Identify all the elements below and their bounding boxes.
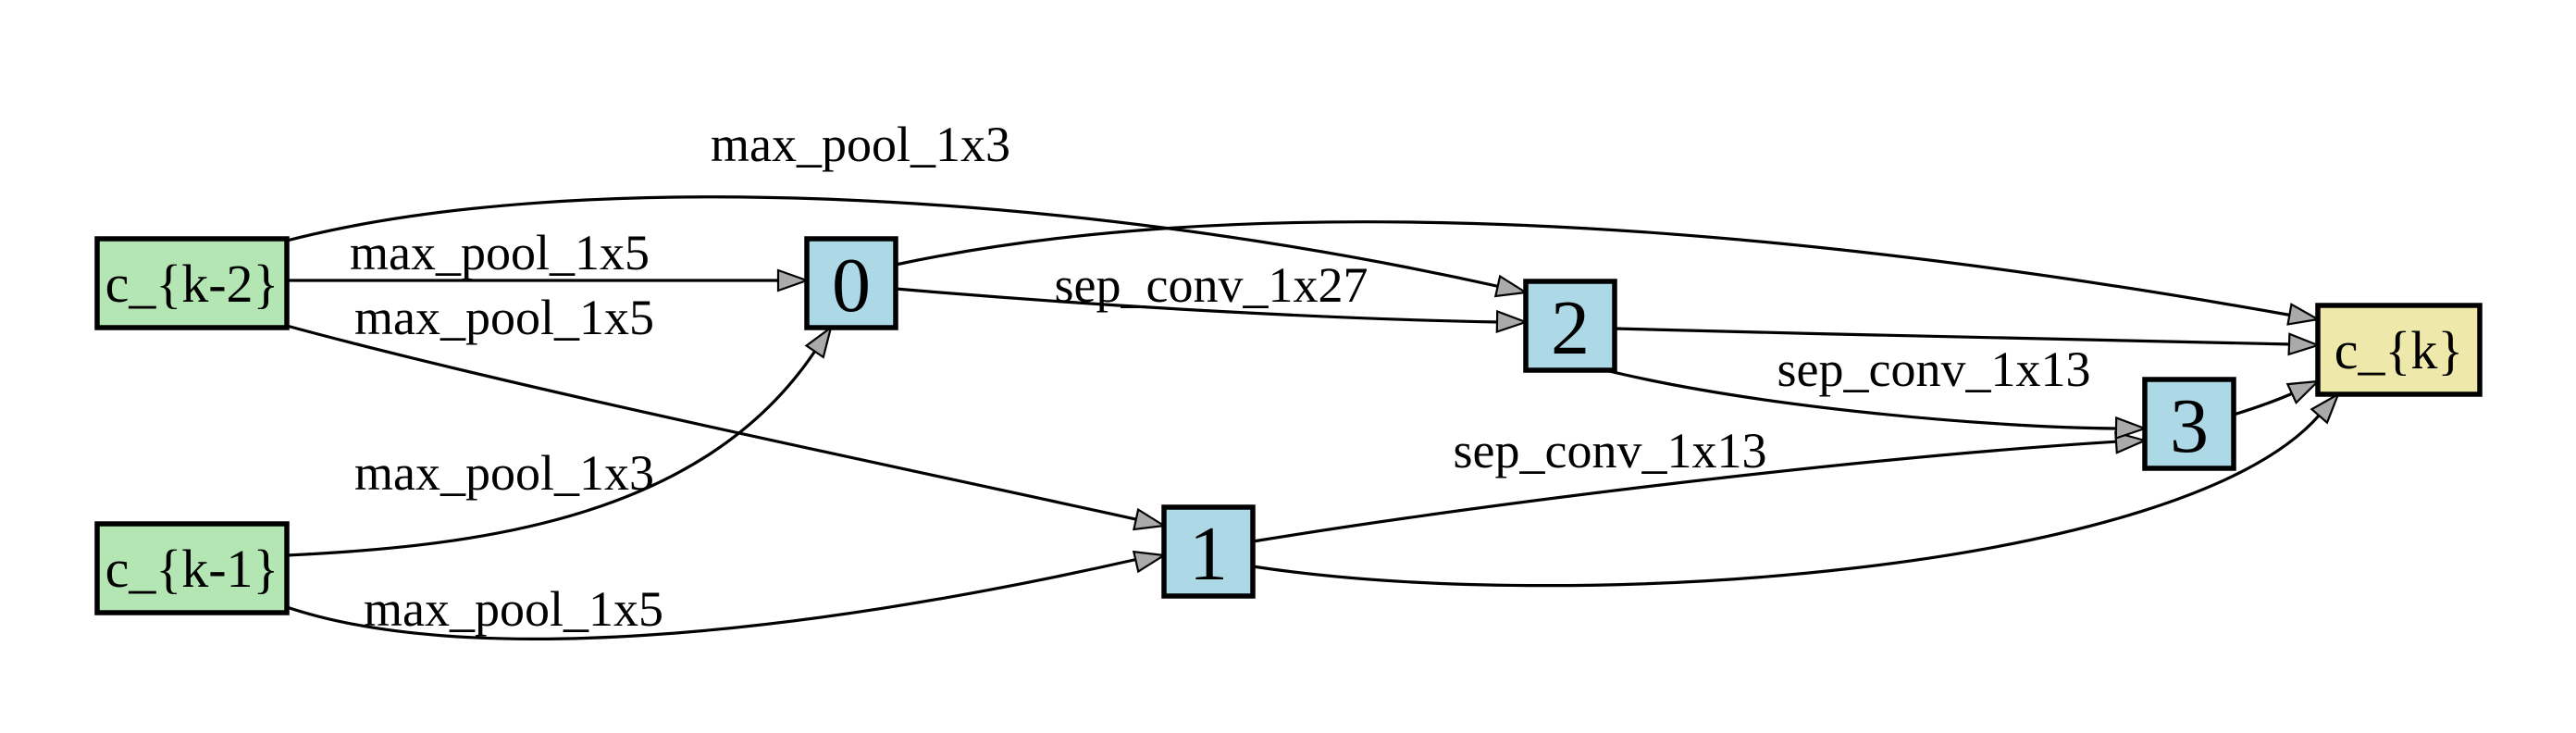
node-ck: c_{k} xyxy=(2315,303,2483,397)
edge-1-to-3: sep_conv_1x13 xyxy=(1252,423,2149,543)
node-label: 3 xyxy=(2170,383,2209,469)
edge-2-to-3: sep_conv_1x13 xyxy=(1604,342,2149,441)
edge-op-label: sep_conv_1x13 xyxy=(1777,342,2091,397)
node-label: 0 xyxy=(832,242,871,329)
edge-line xyxy=(286,324,1141,522)
node-box xyxy=(94,236,290,330)
node-0: 0 xyxy=(804,236,898,330)
node-label: c_{k-1} xyxy=(105,539,279,599)
edge-line xyxy=(286,195,1502,289)
edge-0-to-2: sep_conv_1x27 xyxy=(895,257,1530,334)
edge-ck-2-to-2: max_pool_1x3 xyxy=(286,117,1530,298)
node-box xyxy=(2142,377,2236,471)
node-box xyxy=(1523,279,1617,373)
edge-0-to-ck xyxy=(895,220,2322,326)
node-ck-2: c_{k-2} xyxy=(94,236,290,330)
edge-op-label: max_pool_1x5 xyxy=(350,225,650,280)
node-2: 2 xyxy=(1523,279,1617,373)
arrowhead-icon xyxy=(1132,507,1168,531)
edge-line xyxy=(2233,391,2296,416)
node-box xyxy=(1161,504,1256,599)
edge-line xyxy=(1604,368,2120,430)
edge-ck-2-to-0: max_pool_1x5 xyxy=(287,225,811,292)
edge-op-label: sep_conv_1x13 xyxy=(1454,423,1767,478)
edge-line xyxy=(286,350,817,557)
arrowhead-icon xyxy=(2310,391,2341,425)
edge-line xyxy=(1252,440,2120,543)
edge-3-to-ck xyxy=(2233,379,2321,416)
arrowhead-icon xyxy=(2285,379,2321,404)
arrowhead-icon xyxy=(1132,550,1168,574)
edge-op-label: max_pool_1x3 xyxy=(711,117,1010,172)
arrowhead-icon xyxy=(776,268,811,292)
edge-line xyxy=(1614,327,2293,346)
arrowhead-icon xyxy=(804,325,833,359)
node-label: 2 xyxy=(1551,285,1590,371)
edge-ck-2-to-1: max_pool_1x5 xyxy=(286,290,1168,531)
arrowhead-icon xyxy=(2286,303,2322,326)
node-label: 1 xyxy=(1189,511,1228,597)
node-box xyxy=(2315,303,2483,397)
node-box xyxy=(94,521,290,615)
edge-line xyxy=(895,220,2294,317)
edge-line xyxy=(895,287,1500,324)
edge-op-label: max_pool_1x3 xyxy=(354,445,654,501)
node-ck-1: c_{k-1} xyxy=(94,521,290,615)
node-label: c_{k-2} xyxy=(105,254,279,314)
edge-op-label: max_pool_1x5 xyxy=(354,290,654,345)
edge-line xyxy=(1252,413,2322,588)
edge-1-to-ck xyxy=(1252,391,2341,588)
edge-ck-1-to-1: max_pool_1x5 xyxy=(286,550,1168,640)
edge-2-to-ck xyxy=(1614,327,2322,356)
node-label: c_{k} xyxy=(2334,320,2463,380)
arrowhead-icon xyxy=(2114,430,2149,454)
arrowhead-icon xyxy=(1493,274,1530,298)
node-3: 3 xyxy=(2142,377,2236,471)
node-box xyxy=(804,236,898,330)
arrowhead-icon xyxy=(1495,309,1530,334)
edge-op-label: max_pool_1x5 xyxy=(364,581,663,637)
edge-line xyxy=(286,557,1139,640)
edge-op-label: sep_conv_1x27 xyxy=(1055,257,1368,313)
node-1: 1 xyxy=(1161,504,1256,599)
arrowhead-icon xyxy=(2114,416,2149,441)
edge-ck-1-to-0: max_pool_1x3 xyxy=(286,325,833,557)
arrowhead-icon xyxy=(2287,332,2322,356)
